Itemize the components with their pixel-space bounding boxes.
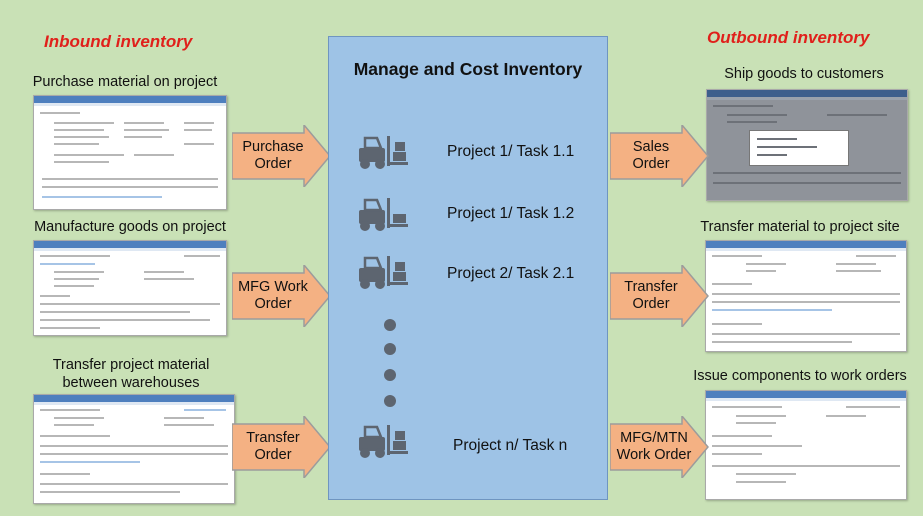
thumb-subheader	[34, 103, 226, 106]
transfer-order-out-screenshot	[705, 240, 907, 352]
arrow-label: MFG Work Order	[232, 265, 314, 327]
ellipsis-dot	[384, 343, 396, 355]
arrow-label-line: Transfer	[624, 279, 678, 295]
inbound-caption-manufacture: Manufacture goods on project	[34, 219, 226, 235]
arrow-label-line: Purchase	[242, 139, 304, 155]
inbound-caption-purchase: Purchase material on project	[32, 74, 218, 90]
arrow-label-line: Work Order	[616, 447, 692, 463]
thumb-header	[34, 395, 234, 402]
thumb-header	[34, 241, 226, 248]
thumb-header	[707, 90, 907, 97]
manage-inventory-box: Manage and Cost Inventory Project 1/ Tas…	[328, 36, 608, 500]
thumb-subheader	[707, 97, 907, 100]
ellipsis-dot	[384, 395, 396, 407]
arrow-label: Purchase Order	[232, 125, 314, 187]
sales-order-arrow: Sales Order	[610, 125, 710, 187]
work-order-screenshot	[33, 240, 227, 336]
arrow-label-line: Order	[632, 296, 670, 312]
transfer-order-in-arrow: Transfer Order	[232, 416, 332, 478]
arrow-label-line: MFG Work	[238, 279, 308, 295]
outbound-caption-transfer: Transfer material to project site	[700, 219, 900, 235]
forklift-icon	[359, 136, 408, 169]
task-label: Project 1/ Task 1.1	[447, 143, 575, 160]
thumb-subheader	[706, 398, 906, 401]
outbound-caption-ship: Ship goods to customers	[724, 66, 884, 82]
purchase-order-screenshot	[33, 95, 227, 210]
mfg-work-order-arrow: MFG Work Order	[232, 265, 332, 327]
dialog-box	[749, 130, 849, 166]
work-order-issue-screenshot	[705, 390, 907, 500]
arrow-label: Transfer Order	[232, 416, 314, 478]
task-label: Project n/ Task n	[453, 437, 568, 454]
thumb-subheader	[34, 248, 226, 251]
ellipsis-dot	[384, 319, 396, 331]
forklift-icon	[359, 425, 408, 458]
arrow-label-line: Order	[254, 447, 292, 463]
arrow-label: MFG/MTN Work Order	[610, 416, 698, 478]
arrow-label: Transfer Order	[610, 265, 692, 327]
transfer-order-screenshot	[33, 394, 235, 504]
thumb-subheader	[34, 402, 234, 405]
arrow-label-line: Order	[254, 156, 292, 172]
thumb-header	[706, 391, 906, 398]
thumb-subheader	[706, 248, 906, 251]
center-title: Manage and Cost Inventory	[353, 59, 583, 79]
outbound-title: Outbound inventory	[707, 28, 870, 47]
purchase-order-arrow: Purchase Order	[232, 125, 332, 187]
arrow-label-line: Transfer	[246, 430, 300, 446]
forklift-icon	[359, 256, 408, 289]
outbound-caption-issue: Issue components to work orders	[693, 368, 907, 384]
arrow-label: Sales Order	[610, 125, 692, 187]
thumb-header	[34, 96, 226, 103]
arrow-label-line: Sales	[632, 139, 670, 155]
caption-line: Transfer project material	[52, 357, 210, 373]
arrow-label-line: Order	[254, 296, 292, 312]
inbound-title: Inbound inventory	[44, 32, 193, 51]
mfg-mtn-work-order-arrow: MFG/MTN Work Order	[610, 416, 710, 478]
inbound-caption-transfer: Transfer project material between wareho…	[20, 356, 242, 392]
task-label: Project 2/ Task 2.1	[447, 265, 575, 282]
arrow-label-line: MFG/MTN	[620, 430, 688, 446]
forklift-icon	[359, 198, 408, 231]
task-label: Project 1/ Task 1.2	[447, 205, 575, 222]
caption-line: between warehouses	[62, 375, 200, 391]
arrow-label-line: Order	[632, 156, 670, 172]
sales-order-screenshot	[706, 89, 908, 201]
transfer-order-out-arrow: Transfer Order	[610, 265, 710, 327]
thumb-header	[706, 241, 906, 248]
ellipsis-dot	[384, 369, 396, 381]
